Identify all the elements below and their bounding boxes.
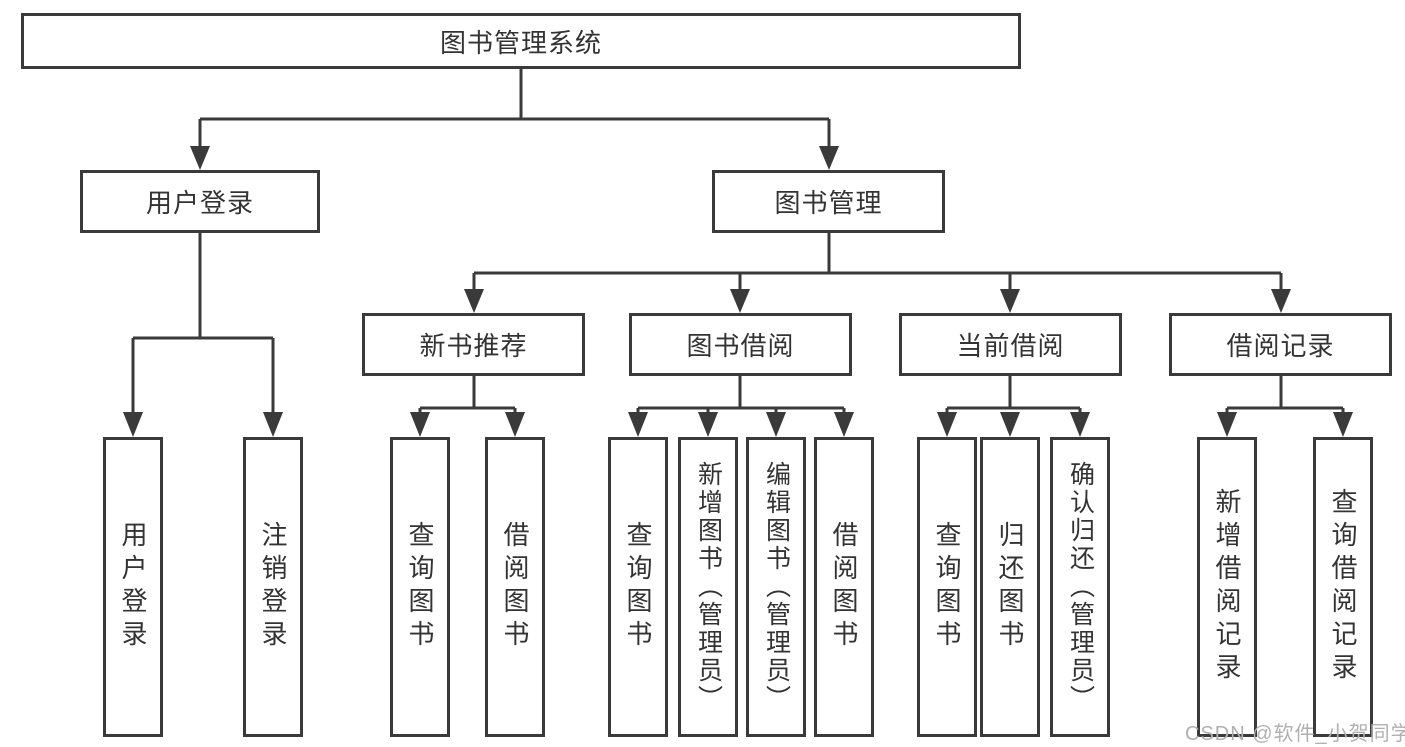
node-user-login: 用户登录 (80, 170, 320, 233)
leaf-query-borrow-record: 查询借阅记录 (1313, 437, 1373, 737)
node-label: 图书管理 (774, 188, 883, 218)
node-label: 图书管理系统 (439, 27, 602, 58)
node-current-borrow: 当前借阅 (899, 313, 1122, 376)
leaf-confirm-return-admin: 确认归还（管理员） (1050, 437, 1110, 737)
leaf-logout: 注销登录 (243, 437, 303, 737)
leaf-query-books-recommend: 查询图书 (390, 437, 450, 737)
leaf-return-books: 归还图书 (980, 437, 1040, 737)
leaf-add-books-admin: 新增图书（管理员） (678, 437, 738, 737)
node-book-management: 图书管理 (712, 170, 945, 233)
leaf-query-books-borrow: 查询图书 (608, 437, 668, 737)
node-book-borrow: 图书借阅 (629, 313, 852, 376)
leaf-user-login: 用户登录 (103, 437, 163, 737)
node-label: 新书推荐 (419, 331, 528, 361)
arrowheads (123, 146, 1353, 437)
leaf-borrow-books-recommend: 借阅图书 (485, 437, 545, 737)
leaf-add-borrow-record: 新增借阅记录 (1197, 437, 1257, 737)
node-label: 当前借阅 (956, 331, 1065, 361)
node-label: 图书借阅 (686, 331, 795, 361)
leaf-borrow-books: 借阅图书 (814, 437, 874, 737)
node-library-management-system: 图书管理系统 (21, 13, 1021, 69)
connector-paths (131, 69, 1345, 414)
leaf-edit-books-admin: 编辑图书（管理员） (746, 437, 806, 737)
leaf-query-books-current: 查询图书 (917, 437, 977, 737)
node-label: 用户登录 (145, 188, 254, 218)
node-borrow-records: 借阅记录 (1169, 313, 1392, 376)
csdn-watermark: CSDN @软件_小贺同学 (1185, 723, 1405, 745)
node-new-book-recommend: 新书推荐 (362, 313, 585, 376)
node-label: 借阅记录 (1226, 331, 1335, 361)
